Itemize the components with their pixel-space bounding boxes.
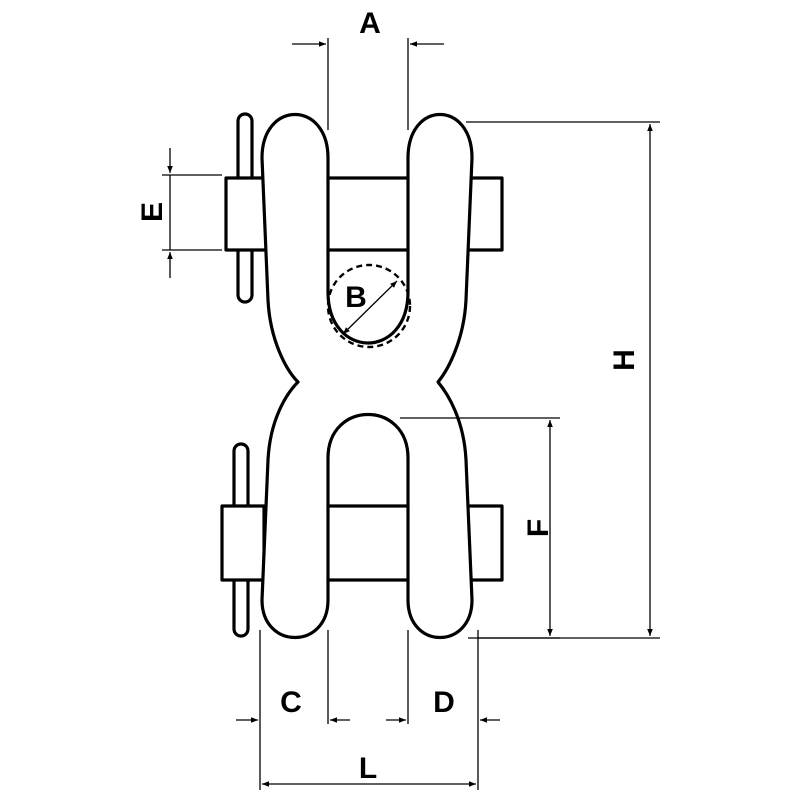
- upper-pin-shaft: [326, 176, 410, 252]
- dimension-f: F: [400, 417, 560, 639]
- label-c: C: [280, 686, 302, 719]
- lower-pin-assembly: [220, 442, 504, 638]
- dimension-l: L: [262, 752, 476, 787]
- lower-pin-head: [220, 504, 266, 582]
- label-f: F: [522, 519, 555, 537]
- label-e: E: [136, 202, 169, 222]
- upper-pin-assembly: [224, 112, 504, 304]
- upper-pin-head: [224, 176, 270, 252]
- label-d: D: [433, 686, 455, 719]
- link-body: [260, 112, 474, 639]
- dimension-d: D: [386, 630, 500, 790]
- label-l: L: [359, 752, 377, 785]
- label-b: B: [345, 281, 367, 314]
- dimension-c: C: [236, 630, 350, 790]
- dimension-e: E: [136, 148, 222, 278]
- label-h: H: [608, 349, 641, 371]
- label-a: A: [359, 7, 381, 40]
- chain-diameter-circle: [326, 263, 412, 349]
- dimension-b: B: [342, 280, 398, 335]
- dimension-a: A: [292, 7, 444, 130]
- lower-pin-shaft: [326, 504, 410, 582]
